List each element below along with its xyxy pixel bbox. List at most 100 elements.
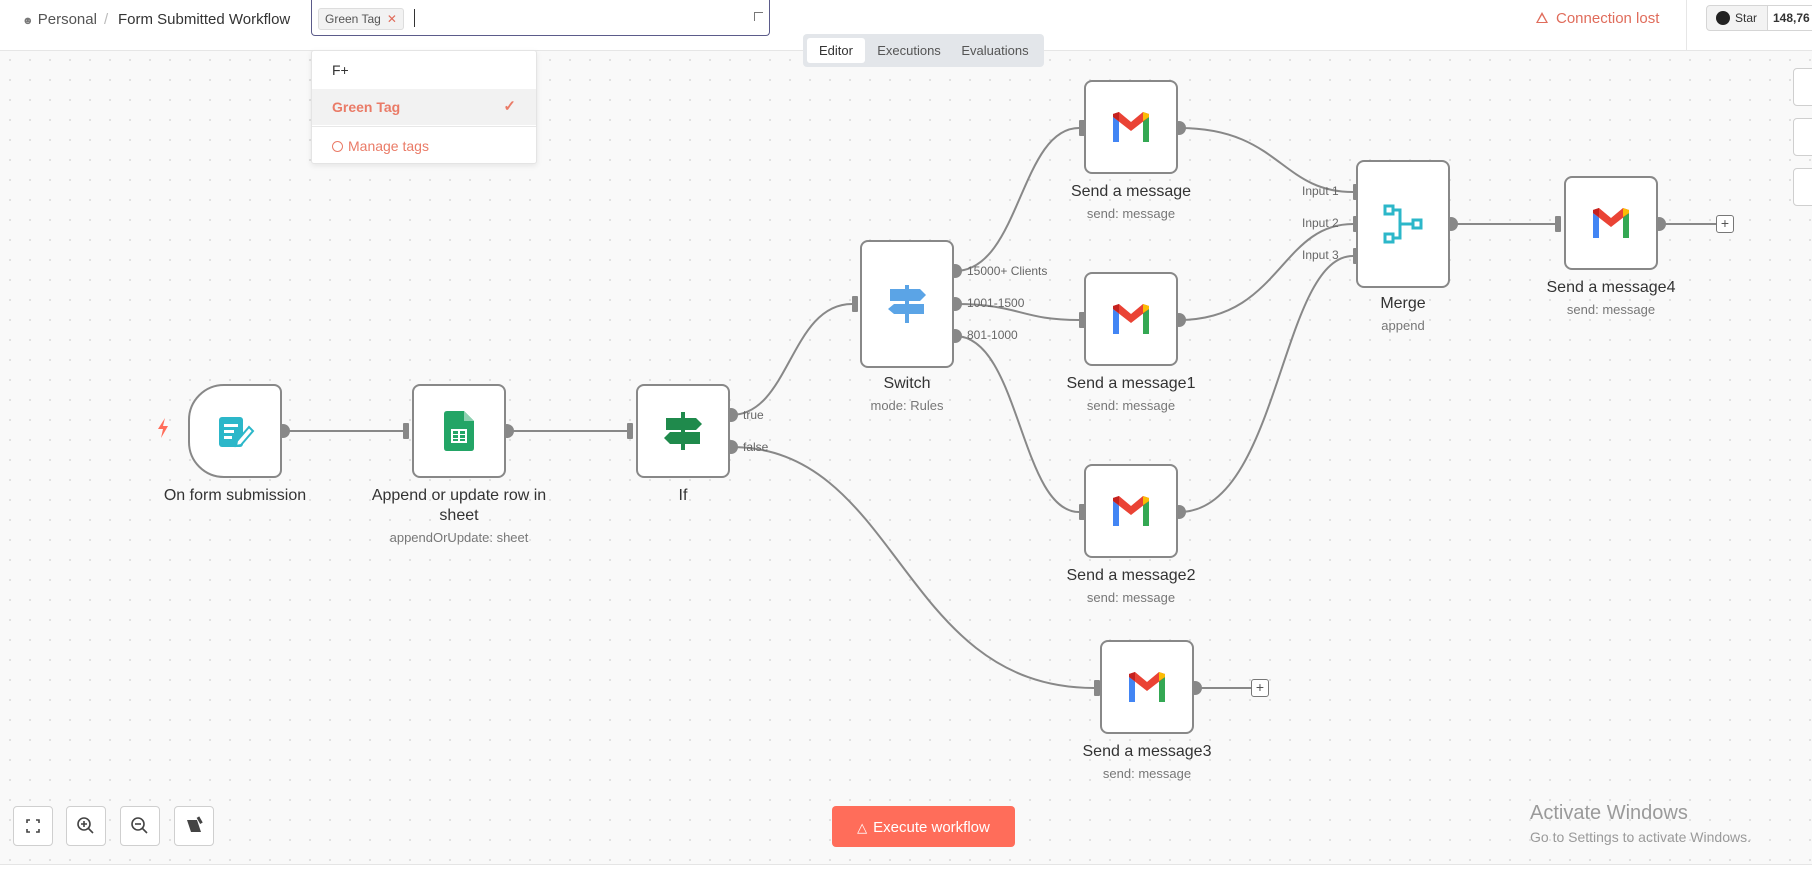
switch-signpost-icon — [888, 285, 926, 323]
switch-output-3-label: 801-1000 — [967, 328, 1018, 342]
workflow-title[interactable]: Form Submitted Workflow — [118, 11, 291, 28]
workflow-canvas[interactable] — [0, 50, 1812, 864]
canvas-side-button-3[interactable] — [1793, 168, 1812, 206]
wire-if-msg3 — [730, 446, 1095, 689]
zoom-out-button[interactable] — [120, 806, 160, 846]
gear-icon — [332, 141, 343, 152]
merge-input-3-label: Input 3 — [1302, 248, 1339, 262]
connection-status: Connection lost — [1536, 10, 1659, 27]
node-on-form-submission[interactable] — [188, 384, 282, 478]
wire-switch-msg2 — [954, 335, 1080, 513]
merge-icon — [1383, 204, 1423, 244]
tag-chip-green: Green Tag✕ — [318, 8, 404, 30]
node-send-message3[interactable] — [1100, 640, 1194, 734]
tag-option-fplus[interactable]: F+ — [332, 62, 349, 78]
activate-windows-watermark: Activate Windows Go to Settings to activ… — [1530, 802, 1751, 845]
google-sheets-icon — [444, 411, 474, 451]
input-handle-sheet — [403, 423, 409, 439]
node-send-message4[interactable] — [1564, 176, 1658, 270]
header-divider — [1686, 0, 1687, 50]
input-handle-msg1 — [1079, 312, 1085, 328]
node-label-msg: Send a message — [1070, 183, 1192, 200]
switch-output-2-label: 1001-1500 — [967, 296, 1025, 310]
zoom-in-button[interactable] — [66, 806, 106, 846]
node-send-message2[interactable] — [1084, 464, 1178, 558]
input-handle-msg2 — [1079, 504, 1085, 520]
zoom-out-icon — [131, 817, 148, 834]
github-star-button[interactable]: Star — [1706, 5, 1768, 31]
breadcrumb-separator: / — [104, 11, 109, 28]
dropdown-divider — [312, 126, 536, 127]
github-star-count[interactable]: 148,76 — [1767, 5, 1812, 31]
node-send-message1[interactable] — [1084, 272, 1178, 366]
if-signpost-icon — [664, 412, 702, 450]
lightning-bolt-icon — [158, 418, 168, 438]
tidy-up-icon — [187, 816, 203, 832]
add-after-msg3-button[interactable]: + — [1251, 679, 1269, 697]
switch-output-1-label: 15000+ Clients — [967, 264, 1048, 278]
text-caret — [414, 9, 415, 27]
node-merge[interactable] — [1356, 160, 1450, 288]
node-label-msg4: Send a message4 — [1546, 279, 1676, 296]
canvas-add-node-button[interactable] — [1793, 68, 1812, 106]
breadcrumb-personal[interactable]: ☻ Personal — [22, 11, 97, 28]
node-sub-merge: append — [1381, 318, 1425, 333]
tags-input[interactable]: Green Tag✕ — [311, 0, 770, 36]
manage-tags-link[interactable]: Manage tags — [312, 128, 536, 164]
gmail-icon — [1113, 304, 1149, 334]
node-sub-msg4: send: message — [1566, 302, 1656, 317]
zoom-in-icon — [77, 817, 94, 834]
tidy-up-button[interactable] — [174, 806, 214, 846]
add-after-msg4-button[interactable]: + — [1716, 215, 1734, 233]
if-false-label: false — [743, 440, 769, 454]
node-switch[interactable] — [860, 240, 954, 368]
if-true-label: true — [743, 408, 764, 422]
top-header: ☻ Personal / Form Submitted Workflow Gre… — [0, 0, 1812, 67]
node-label-merge: Merge — [1380, 295, 1426, 312]
execute-workflow-button[interactable]: △Execute workflow — [832, 806, 1015, 847]
warning-icon — [1536, 12, 1548, 23]
node-label-msg3: Send a message3 — [1082, 743, 1212, 760]
wire-switch-msg1 — [954, 303, 1080, 321]
user-icon: ☻ — [22, 15, 34, 27]
node-sub-msg1: send: message — [1086, 398, 1176, 413]
node-label-msg2: Send a message2 — [1066, 567, 1196, 584]
resize-icon — [754, 12, 763, 21]
merge-input-2-label: Input 2 — [1302, 216, 1339, 230]
tag-option-green[interactable]: Green Tag ✓ — [312, 89, 536, 125]
node-if[interactable] — [636, 384, 730, 478]
gmail-icon — [1129, 672, 1165, 702]
node-sub-sheet: appendOrUpdate: sheet — [389, 530, 529, 545]
check-icon: ✓ — [503, 98, 516, 115]
input-handle-msg — [1079, 120, 1085, 136]
node-sub-msg: send: message — [1086, 206, 1176, 221]
fullscreen-icon — [26, 819, 40, 833]
node-label-if: If — [678, 487, 688, 504]
node-append-update-sheet[interactable] — [412, 384, 506, 478]
tags-dropdown: F+ Green Tag ✓ Manage tags — [311, 50, 537, 164]
tab-editor[interactable]: Editor — [807, 38, 865, 63]
flask-icon: △ — [857, 820, 868, 835]
gmail-icon — [1593, 208, 1629, 238]
wire-msg-merge — [1178, 127, 1354, 193]
node-sub-switch: mode: Rules — [870, 398, 944, 413]
input-handle-switch — [852, 296, 858, 312]
canvas-side-button-2[interactable] — [1793, 118, 1812, 156]
gmail-icon — [1113, 112, 1149, 142]
fit-view-button[interactable] — [13, 806, 53, 846]
wire-msg1-merge — [1178, 223, 1354, 321]
input-handle-msg4 — [1555, 216, 1561, 232]
node-label-msg1: Send a message1 — [1066, 375, 1196, 392]
gmail-icon — [1113, 496, 1149, 526]
node-label-sheet: Append or update row in sheet — [371, 487, 547, 524]
node-label-switch: Switch — [883, 375, 931, 392]
input-handle-msg3 — [1094, 680, 1100, 696]
tab-executions[interactable]: Executions — [877, 43, 941, 58]
node-send-message[interactable] — [1084, 80, 1178, 174]
tab-evaluations[interactable]: Evaluations — [961, 43, 1029, 58]
merge-input-1-label: Input 1 — [1302, 184, 1339, 198]
view-tabs: Editor Executions Evaluations — [803, 34, 1044, 67]
node-label-form: On form submission — [163, 487, 307, 504]
close-icon[interactable]: ✕ — [386, 12, 397, 26]
